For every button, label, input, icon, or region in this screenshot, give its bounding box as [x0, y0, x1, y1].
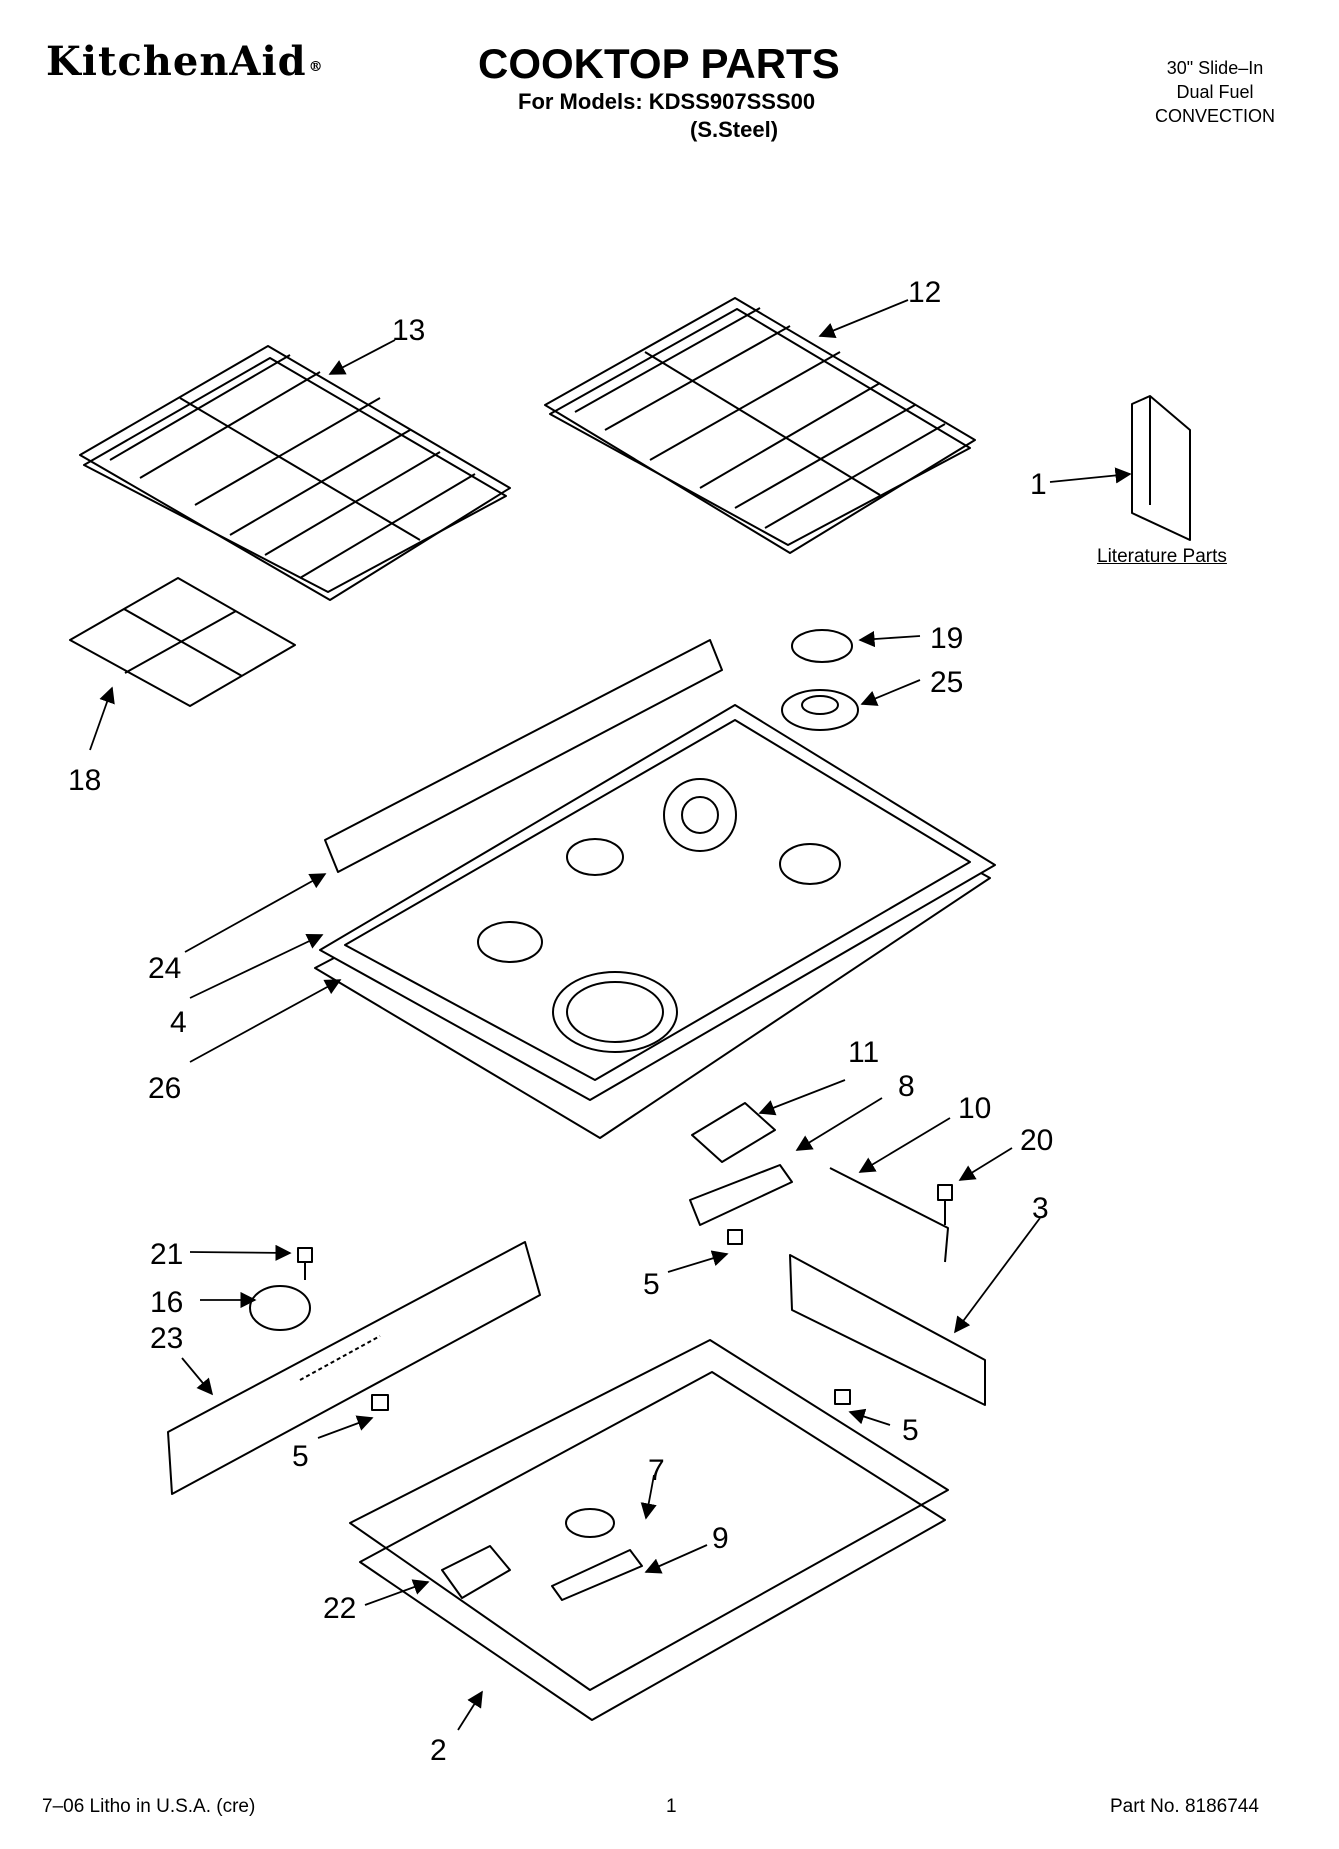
callout-1: 1: [1030, 468, 1047, 501]
models-line: For Models: KDSS907SSS00: [518, 89, 816, 114]
pressure-regulator: [441, 1545, 511, 1599]
callout-5a: 5: [643, 1268, 660, 1301]
spark-module: [691, 1102, 776, 1163]
callout-2: 2: [430, 1734, 447, 1767]
footer-litho: 7–06 Litho in U.S.A. (cre): [42, 1796, 256, 1817]
callout-19: 19: [930, 622, 963, 655]
spec-line-2: Dual Fuel: [1176, 82, 1254, 102]
rear-panel: [789, 1254, 986, 1406]
callout-numbers: 13 12 1 18 19 25 24 4 26 11 8 10 20 3 21…: [68, 276, 1053, 1767]
burner-cap: [791, 629, 853, 663]
callout-11: 11: [848, 1036, 879, 1069]
gas-valve: [249, 1285, 311, 1331]
cooktop-chassis: [349, 1339, 949, 1721]
literature-booklet: [1131, 395, 1191, 541]
callout-16: 16: [150, 1286, 183, 1319]
burner-base: [781, 689, 859, 731]
callout-24: 24: [148, 952, 181, 985]
footer-page-number: 1: [666, 1796, 677, 1817]
callout-8: 8: [898, 1070, 915, 1103]
left-grate: [79, 345, 511, 601]
callout-25: 25: [930, 666, 963, 699]
leader-lines: [89, 299, 1132, 1731]
page-title: COOKTOP PARTS: [478, 40, 840, 87]
module-bracket: [689, 1164, 793, 1226]
callout-13: 13: [392, 314, 425, 347]
callout-5b: 5: [292, 1440, 309, 1473]
right-grate: [544, 297, 976, 554]
wire-bracket: [829, 1167, 949, 1263]
callout-20: 20: [1020, 1124, 1053, 1157]
callout-23: 23: [150, 1322, 183, 1355]
callout-9: 9: [712, 1522, 729, 1555]
cooktop-main-top: [319, 704, 996, 1101]
callout-18: 18: [68, 764, 101, 797]
literature-parts-label: Literature Parts: [1097, 546, 1227, 567]
callout-26: 26: [148, 1072, 181, 1105]
brand-logo: KitchenAid®: [46, 38, 324, 85]
callout-10: 10: [958, 1092, 991, 1125]
footer-part-number: Part No. 8186744: [1110, 1796, 1259, 1817]
callout-5c: 5: [902, 1414, 919, 1447]
spec-line-3: CONVECTION: [1154, 106, 1275, 126]
variant-label: (S.Steel): [690, 117, 779, 142]
callout-7: 7: [648, 1454, 665, 1487]
callout-12: 12: [908, 276, 941, 309]
callout-22: 22: [323, 1592, 356, 1625]
callout-3: 3: [1032, 1192, 1049, 1225]
callout-21: 21: [150, 1238, 183, 1271]
spec-line-1: 30" Slide–In: [1166, 58, 1264, 78]
front-panel: [167, 1241, 541, 1495]
callout-4: 4: [170, 1006, 187, 1039]
rear-trim-strip: [324, 639, 723, 873]
small-grate: [69, 577, 296, 707]
